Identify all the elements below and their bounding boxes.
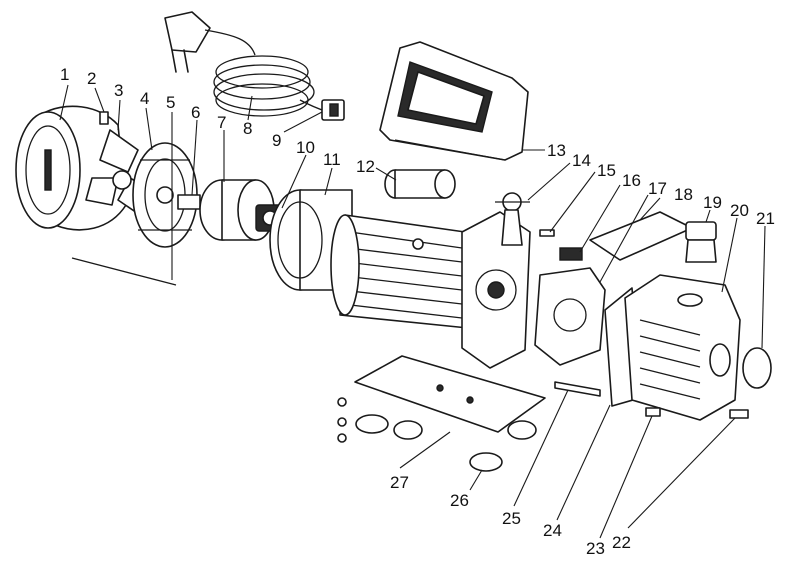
callout-7: 7 (217, 113, 226, 132)
screw-23 (645, 407, 661, 417)
oil-reservoir (624, 274, 741, 421)
valve (495, 192, 530, 246)
callout-2: 2 (87, 69, 96, 88)
callout-26: 26 (450, 491, 469, 510)
callout-9: 9 (272, 131, 281, 150)
callout-6: 6 (191, 103, 200, 122)
callout-18: 18 (674, 185, 693, 204)
key-part (99, 111, 109, 125)
callout-21: 21 (756, 209, 775, 228)
callout-23: 23 (586, 539, 605, 558)
callout-4: 4 (140, 89, 149, 108)
base-plate (354, 355, 546, 433)
power-cord (164, 11, 329, 117)
bolt-25 (554, 381, 601, 397)
handle (379, 41, 529, 161)
callout-13: 13 (547, 141, 566, 160)
callout-12: 12 (356, 157, 375, 176)
callout-10: 10 (296, 138, 315, 157)
callout-20: 20 (730, 201, 749, 220)
callout-22: 22 (612, 533, 631, 552)
capacitor (384, 169, 456, 199)
rubber-feet (355, 414, 537, 472)
callout-16: 16 (622, 171, 641, 190)
callout-15: 15 (597, 161, 616, 180)
end-plate (461, 211, 531, 369)
pump-stator (534, 267, 606, 366)
leader-lines (59, 84, 766, 539)
callout-1: 1 (60, 65, 69, 84)
callout-19: 19 (703, 193, 722, 212)
callout-14: 14 (572, 151, 591, 170)
callout-8: 8 (243, 119, 252, 138)
oil-cap (685, 221, 717, 263)
callout-labels: 1 2 3 4 5 6 7 8 9 10 11 12 13 14 15 16 1… (60, 65, 775, 558)
switch (321, 99, 345, 121)
callout-24: 24 (543, 521, 562, 540)
callout-11: 11 (323, 150, 341, 169)
callout-3: 3 (114, 81, 123, 100)
screw-15 (539, 229, 555, 237)
shaft-collar (177, 194, 201, 210)
motor-body (330, 214, 469, 329)
vane-block (559, 247, 583, 261)
fan-cover (15, 105, 127, 231)
callout-17: 17 (648, 179, 667, 198)
callout-5: 5 (166, 93, 175, 112)
callout-27: 27 (390, 473, 409, 492)
o-ring (742, 347, 772, 389)
callout-25: 25 (502, 509, 521, 528)
tie-rod (71, 257, 177, 286)
nuts (337, 397, 347, 443)
screw-22 (729, 409, 749, 419)
